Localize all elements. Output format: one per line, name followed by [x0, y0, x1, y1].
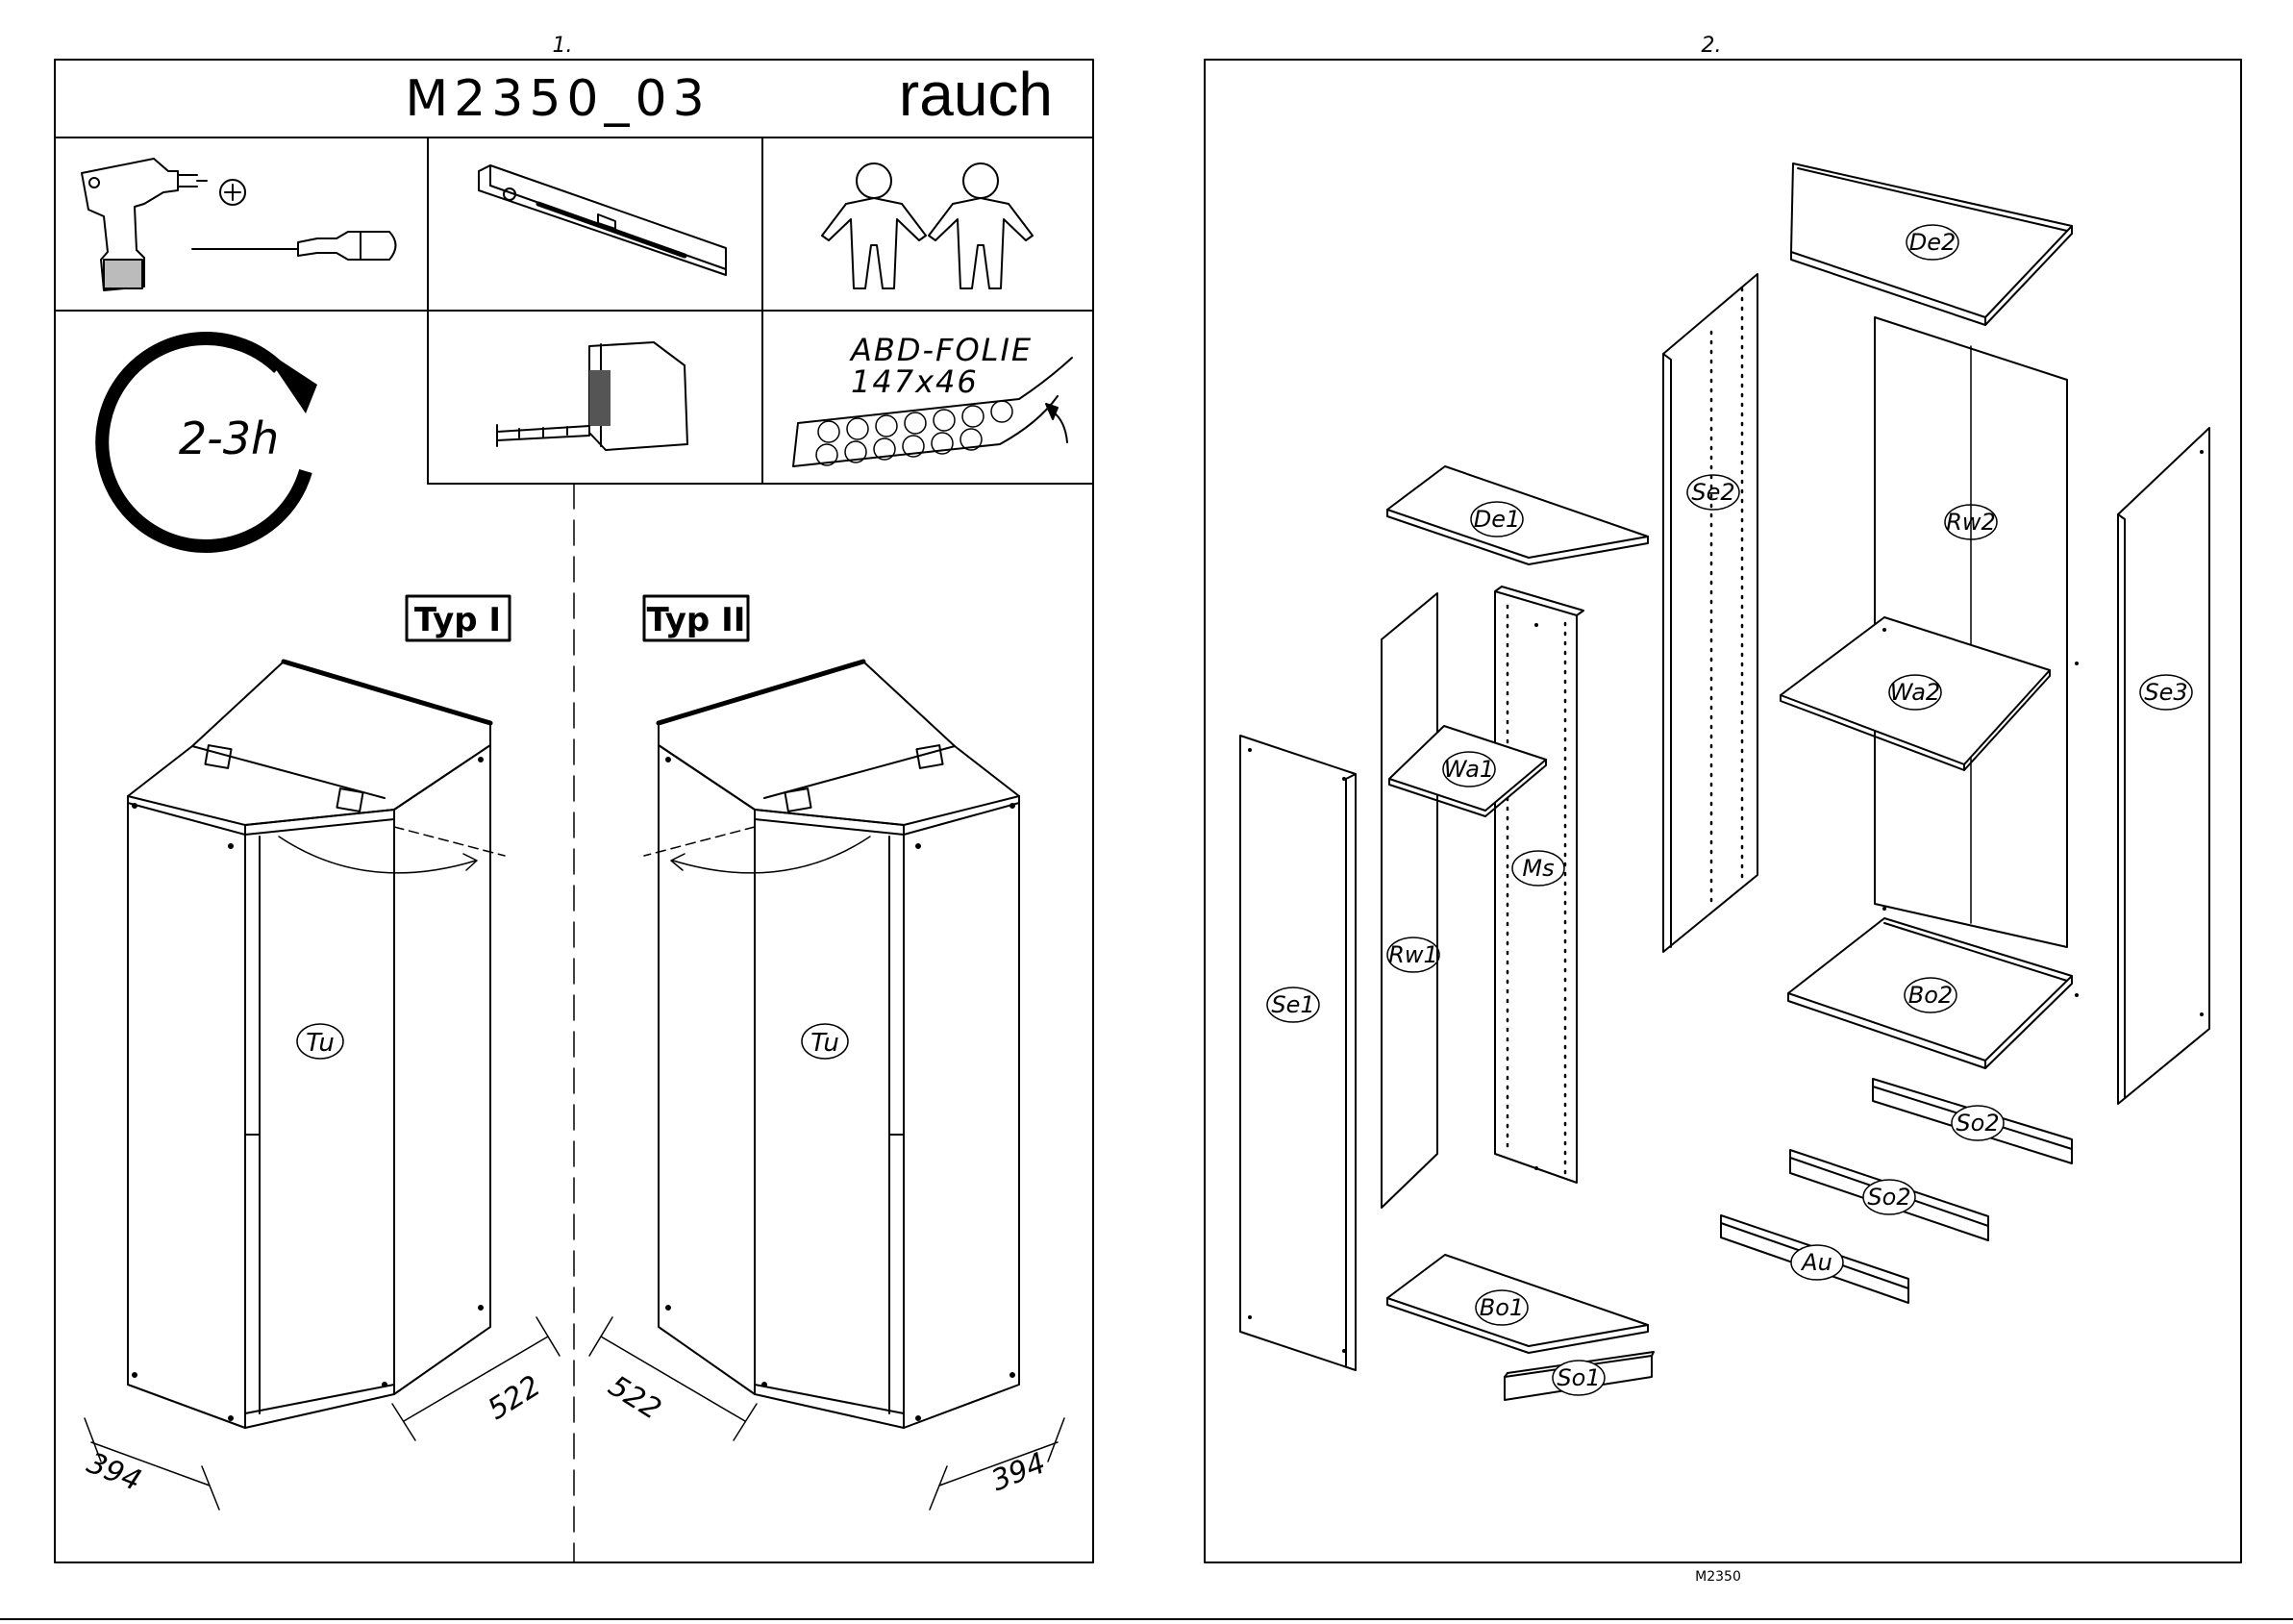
label-au: Au — [1800, 1249, 1832, 1276]
page-1: 1. M2350_03 rauch — [55, 34, 1093, 1562]
label-so2-upper: So2 — [1956, 1110, 1999, 1137]
label-so1: So1 — [1557, 1364, 1600, 1391]
brand-logo: rauch — [899, 60, 1053, 129]
type-1-door-label: Tu — [306, 1029, 335, 1058]
type-1-label: Typ I — [414, 601, 501, 639]
type-2-door-label: Tu — [810, 1029, 839, 1058]
type-1-depth-dimension: 522 — [482, 1369, 546, 1427]
foil-label-line2: 147x46 — [851, 363, 979, 400]
wardrobe-type-1 — [85, 662, 560, 1510]
screwdriver-icon — [192, 232, 396, 260]
type-1-width-dimension: 394 — [82, 1446, 145, 1498]
type-2-depth-dimension: 522 — [602, 1369, 666, 1427]
type-2-door-callout: Tu — [802, 1024, 848, 1059]
part-rw1 — [1382, 593, 1437, 1208]
part-se1 — [1240, 736, 1356, 1370]
label-se3: Se3 — [2144, 679, 2187, 706]
exploded-parts — [1240, 163, 2209, 1400]
page-2: 2. M2350 — [1205, 34, 2241, 1585]
label-se1: Se1 — [1271, 991, 1314, 1018]
type-2-width-dimension: 394 — [986, 1446, 1050, 1498]
page-1-number: 1. — [553, 34, 573, 58]
part-se3 — [2118, 428, 2209, 1104]
label-ms: Ms — [1522, 855, 1554, 882]
type-2-label: Typ II — [647, 601, 746, 639]
type-2-label-box: Typ II — [644, 596, 748, 640]
type-1-label-box: Typ I — [407, 596, 510, 640]
drill-icon — [82, 159, 207, 290]
label-se2: Se2 — [1691, 479, 1734, 506]
clock-arrow-icon: 2-3h — [102, 338, 317, 546]
label-bo2: Bo2 — [1908, 982, 1953, 1009]
label-rw1: Rw1 — [1388, 941, 1438, 968]
page-2-number: 2. — [1702, 34, 1722, 58]
label-de1: De1 — [1474, 506, 1521, 533]
felt-pads-icon: ABD-FOLIE 147x46 — [793, 332, 1072, 466]
phillips-bit-icon — [220, 180, 245, 205]
label-bo1: Bo1 — [1480, 1294, 1524, 1321]
label-wa2: Wa2 — [1890, 679, 1940, 706]
label-rw2: Rw2 — [1946, 509, 1996, 536]
label-so2-lower: So2 — [1867, 1184, 1910, 1211]
type-1-door-callout: Tu — [297, 1024, 343, 1059]
assembly-time: 2-3h — [179, 412, 279, 464]
two-persons-icon — [822, 163, 1033, 288]
footer-code: M2350 — [1695, 1569, 1741, 1585]
label-de2: De2 — [1909, 229, 1957, 256]
tape-measure-icon — [497, 342, 687, 450]
model-code: M2350_03 — [405, 70, 710, 128]
wardrobe-type-2 — [589, 662, 1064, 1510]
label-wa1: Wa1 — [1444, 756, 1494, 783]
spirit-level-icon — [479, 165, 726, 275]
